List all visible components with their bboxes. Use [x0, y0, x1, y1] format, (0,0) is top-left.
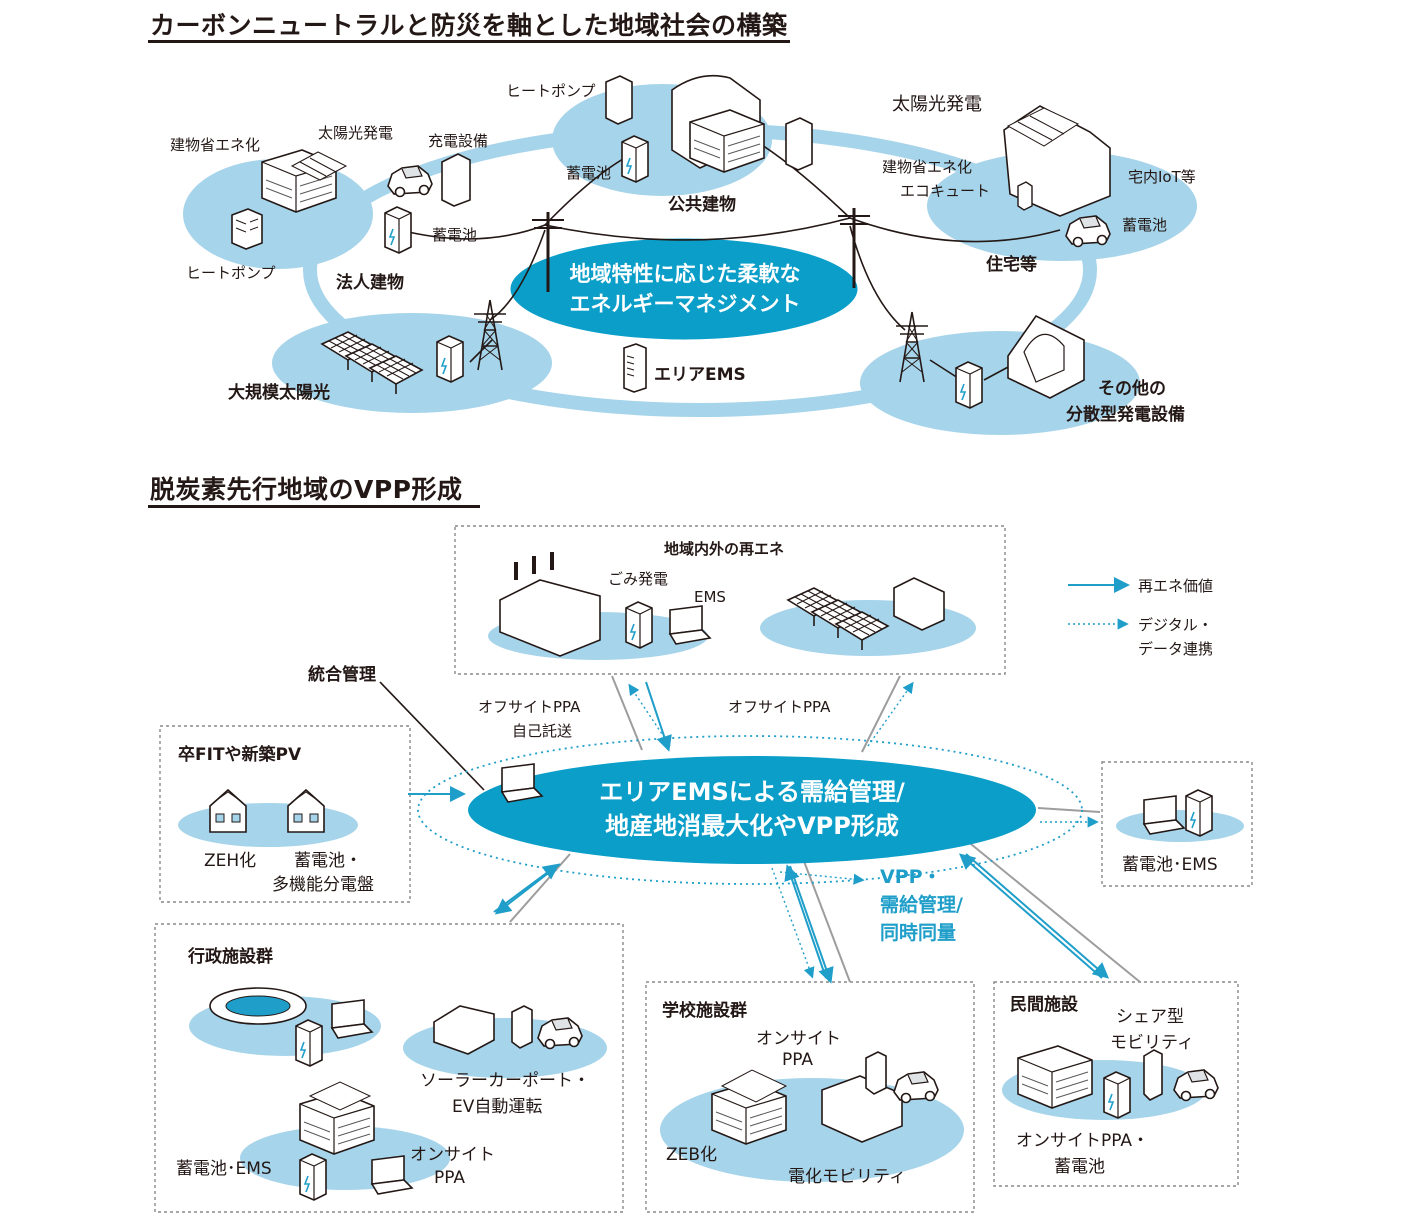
- public-heatpump-label: ヒートポンプ: [506, 82, 596, 100]
- other-gen-line2: 分散型発電設備: [1066, 405, 1185, 425]
- building-icon: [1017, 1045, 1093, 1109]
- legend-dotted-line2: データ連携: [1138, 640, 1214, 658]
- vpp-center-line2: 地産地消最大化やVPP形成: [605, 812, 899, 840]
- house-name: 住宅等: [986, 255, 1037, 275]
- house-battery-label: 蓄電池: [1122, 216, 1168, 234]
- renewables-title: 地域内外の再エネ: [664, 540, 785, 558]
- battery-icon: [436, 335, 464, 383]
- charger-icon: [785, 117, 813, 171]
- fit-battery-line1: 蓄電池・: [294, 851, 362, 871]
- public-name: 公共建物: [668, 195, 736, 215]
- vpp-line1: VPP・: [880, 866, 942, 888]
- corporate-battery-label: 蓄電池: [432, 226, 478, 244]
- integrated-management-label: 統合管理: [308, 665, 376, 685]
- ev-car-icon: [893, 1071, 939, 1104]
- gov-battery-ems-label: 蓄電池･EMS: [176, 1159, 272, 1179]
- private-onsite-line2: 蓄電池: [1054, 1157, 1105, 1177]
- building-icon: [893, 577, 945, 631]
- gov-title: 行政施設群: [188, 947, 273, 967]
- battery-icon: [625, 601, 653, 649]
- battery-icon: [1185, 789, 1213, 837]
- corporate-charger-label: 充電設備: [428, 132, 489, 150]
- battery-icon: [1103, 1071, 1131, 1119]
- corporate-zeb-label: 建物省エネ化: [170, 136, 261, 154]
- factory-icon: [499, 579, 601, 657]
- battery-icon: [295, 1019, 323, 1067]
- corporate-heatpump-label: ヒートポンプ: [186, 264, 276, 282]
- house-ecocute-label: エコキュート: [900, 182, 991, 200]
- private-share-line2: モビリティ: [1110, 1033, 1194, 1053]
- offsite-ppa-label: オフサイトPPA: [728, 698, 831, 716]
- mega-solar-label: 大規模太陽光: [228, 383, 330, 403]
- vpp-line3: 同時同量: [880, 922, 957, 944]
- section1-title-rule: [148, 40, 790, 43]
- bus-icon: [821, 1075, 903, 1143]
- fit-title: 卒FITや新築PV: [178, 745, 302, 765]
- public-battery-label: 蓄電池: [566, 164, 612, 182]
- school-onsite-line2: PPA: [782, 1050, 814, 1070]
- section2-title-rule: [148, 505, 480, 508]
- house-solar-label: 太陽光発電: [892, 94, 982, 115]
- private-onsite-line1: オンサイトPPA・: [1016, 1131, 1150, 1151]
- heat-pump-icon: [231, 208, 263, 250]
- other-gen-line1: その他の: [1098, 379, 1166, 399]
- offsite-ppa-wheel-line2: 自己託送: [512, 722, 573, 740]
- carport-icon: [433, 1005, 495, 1055]
- heat-pump-icon: [605, 75, 633, 125]
- renewables-ems-label: EMS: [694, 588, 726, 606]
- gov-onsite-line2: PPA: [434, 1168, 466, 1188]
- charger-icon: [511, 1005, 533, 1049]
- section2-title: 脱炭素先行地域のVPP形成: [150, 475, 463, 504]
- gov-carport-line1: ソーラーカーポート・: [420, 1071, 590, 1091]
- fit-battery-line2: 多機能分電盤: [272, 875, 374, 895]
- corporate-solar-label: 太陽光発電: [318, 124, 394, 142]
- offsite-ppa-wheel-line1: オフサイトPPA: [478, 698, 581, 716]
- legend-dotted-line1: デジタル・: [1138, 616, 1213, 634]
- school-zeb-label: ZEB化: [666, 1145, 718, 1165]
- vpp-center-line1: エリアEMSによる需給管理/: [599, 778, 905, 806]
- house-iot-label: 宅内IoT等: [1128, 168, 1196, 186]
- center-line1: 地域特性に応じた柔軟な: [569, 262, 801, 286]
- legend-solid-label: 再エネ価値: [1138, 577, 1214, 595]
- battery-ems-label: 蓄電池･EMS: [1122, 855, 1218, 875]
- battery-icon: [384, 206, 412, 254]
- house-icon: [209, 789, 247, 833]
- center-line2: エネルギーマネジメント: [569, 292, 801, 316]
- section1-title: カーボンニュートラルと防災を軸とした地域社会の構築: [150, 11, 788, 40]
- private-title: 民間施設: [1010, 995, 1078, 1015]
- server-icon: [623, 343, 647, 393]
- school-onsite-line1: オンサイト: [756, 1029, 841, 1049]
- corporate-name: 法人建物: [336, 273, 404, 293]
- battery-icon: [621, 135, 649, 183]
- charger-icon: [441, 153, 471, 207]
- waste-power-label: ごみ発電: [608, 570, 669, 588]
- house-zeb-label: 建物省エネ化: [882, 158, 973, 176]
- fit-zeh-label: ZEH化: [204, 851, 257, 871]
- charger-icon: [1143, 1049, 1163, 1101]
- battery-icon: [955, 361, 983, 409]
- gov-carport-line2: EV自動運転: [452, 1097, 543, 1117]
- school-mobility-label: 電化モビリティ: [788, 1167, 906, 1187]
- vpp-line2: 需給管理/: [880, 894, 963, 916]
- area-ems-label: エリアEMS: [654, 365, 746, 385]
- school-title: 学校施設群: [662, 1001, 747, 1021]
- gov-onsite-line1: オンサイト: [410, 1145, 495, 1165]
- charger-icon: [865, 1051, 887, 1095]
- house-icon: [287, 789, 325, 833]
- laptop-icon: [669, 605, 711, 645]
- private-share-line1: シェア型: [1116, 1007, 1184, 1027]
- battery-icon: [299, 1153, 327, 1201]
